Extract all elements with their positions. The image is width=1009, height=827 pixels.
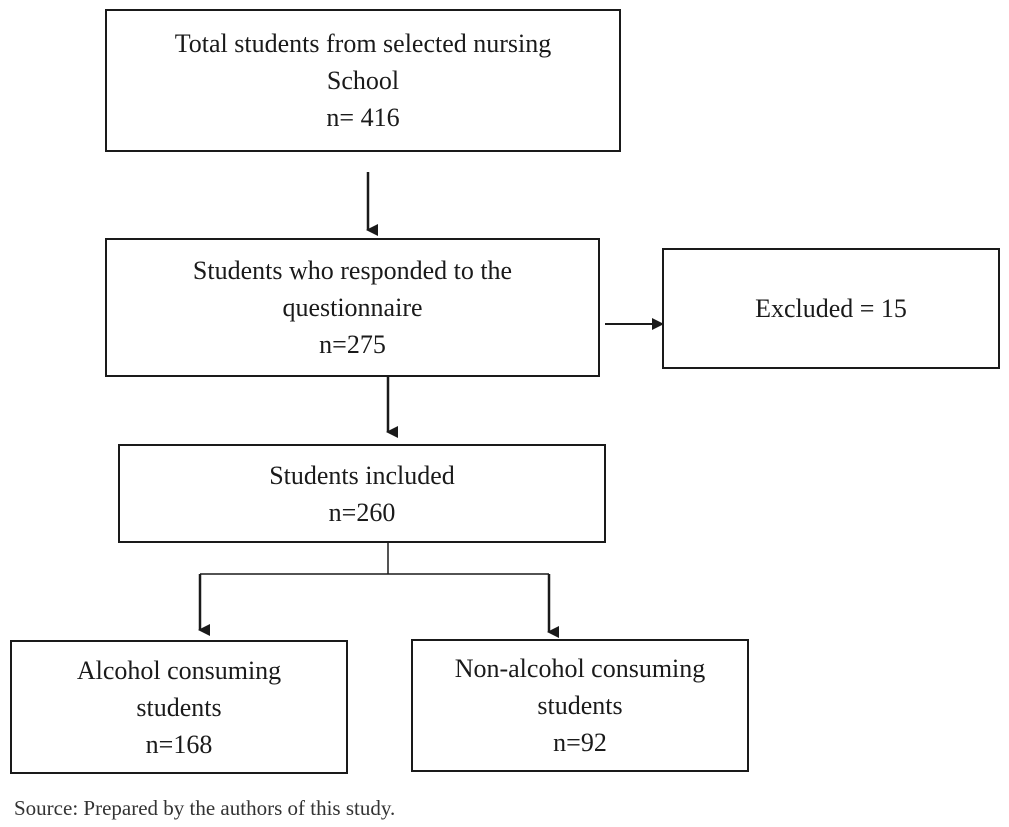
total-students-box: Total students from selected nursing Sch… xyxy=(105,9,621,152)
responded-line2: questionnaire xyxy=(282,293,423,322)
non-alcohol-line1: Non-alcohol consuming xyxy=(454,654,706,683)
responded-count: n=275 xyxy=(319,330,386,359)
non-alcohol-box: Non-alcohol consuming students n=92 xyxy=(411,639,749,772)
total-count: n= 416 xyxy=(326,103,400,132)
source-note: Source: Prepared by the authors of this … xyxy=(14,796,396,820)
non-alcohol-line2: students xyxy=(537,691,623,720)
excluded-box: Excluded = 15 xyxy=(662,248,1000,369)
included-box: Students included n=260 xyxy=(118,444,606,543)
total-line1: Total students from selected nursing xyxy=(174,29,552,58)
non-alcohol-count: n=92 xyxy=(553,728,607,757)
alcohol-box: Alcohol consuming students n=168 xyxy=(10,640,348,774)
excluded-label: Excluded = 15 xyxy=(755,294,907,323)
alcohol-count: n=168 xyxy=(145,729,213,759)
alcohol-line2: students xyxy=(136,692,222,722)
responded-line1: Students who responded to the xyxy=(192,256,513,285)
included-line1: Students included xyxy=(269,460,455,490)
responded-box: Students who responded to the questionna… xyxy=(105,238,600,377)
total-line2: School xyxy=(326,66,400,95)
included-count: n=260 xyxy=(328,497,396,527)
alcohol-line1: Alcohol consuming xyxy=(76,655,282,685)
